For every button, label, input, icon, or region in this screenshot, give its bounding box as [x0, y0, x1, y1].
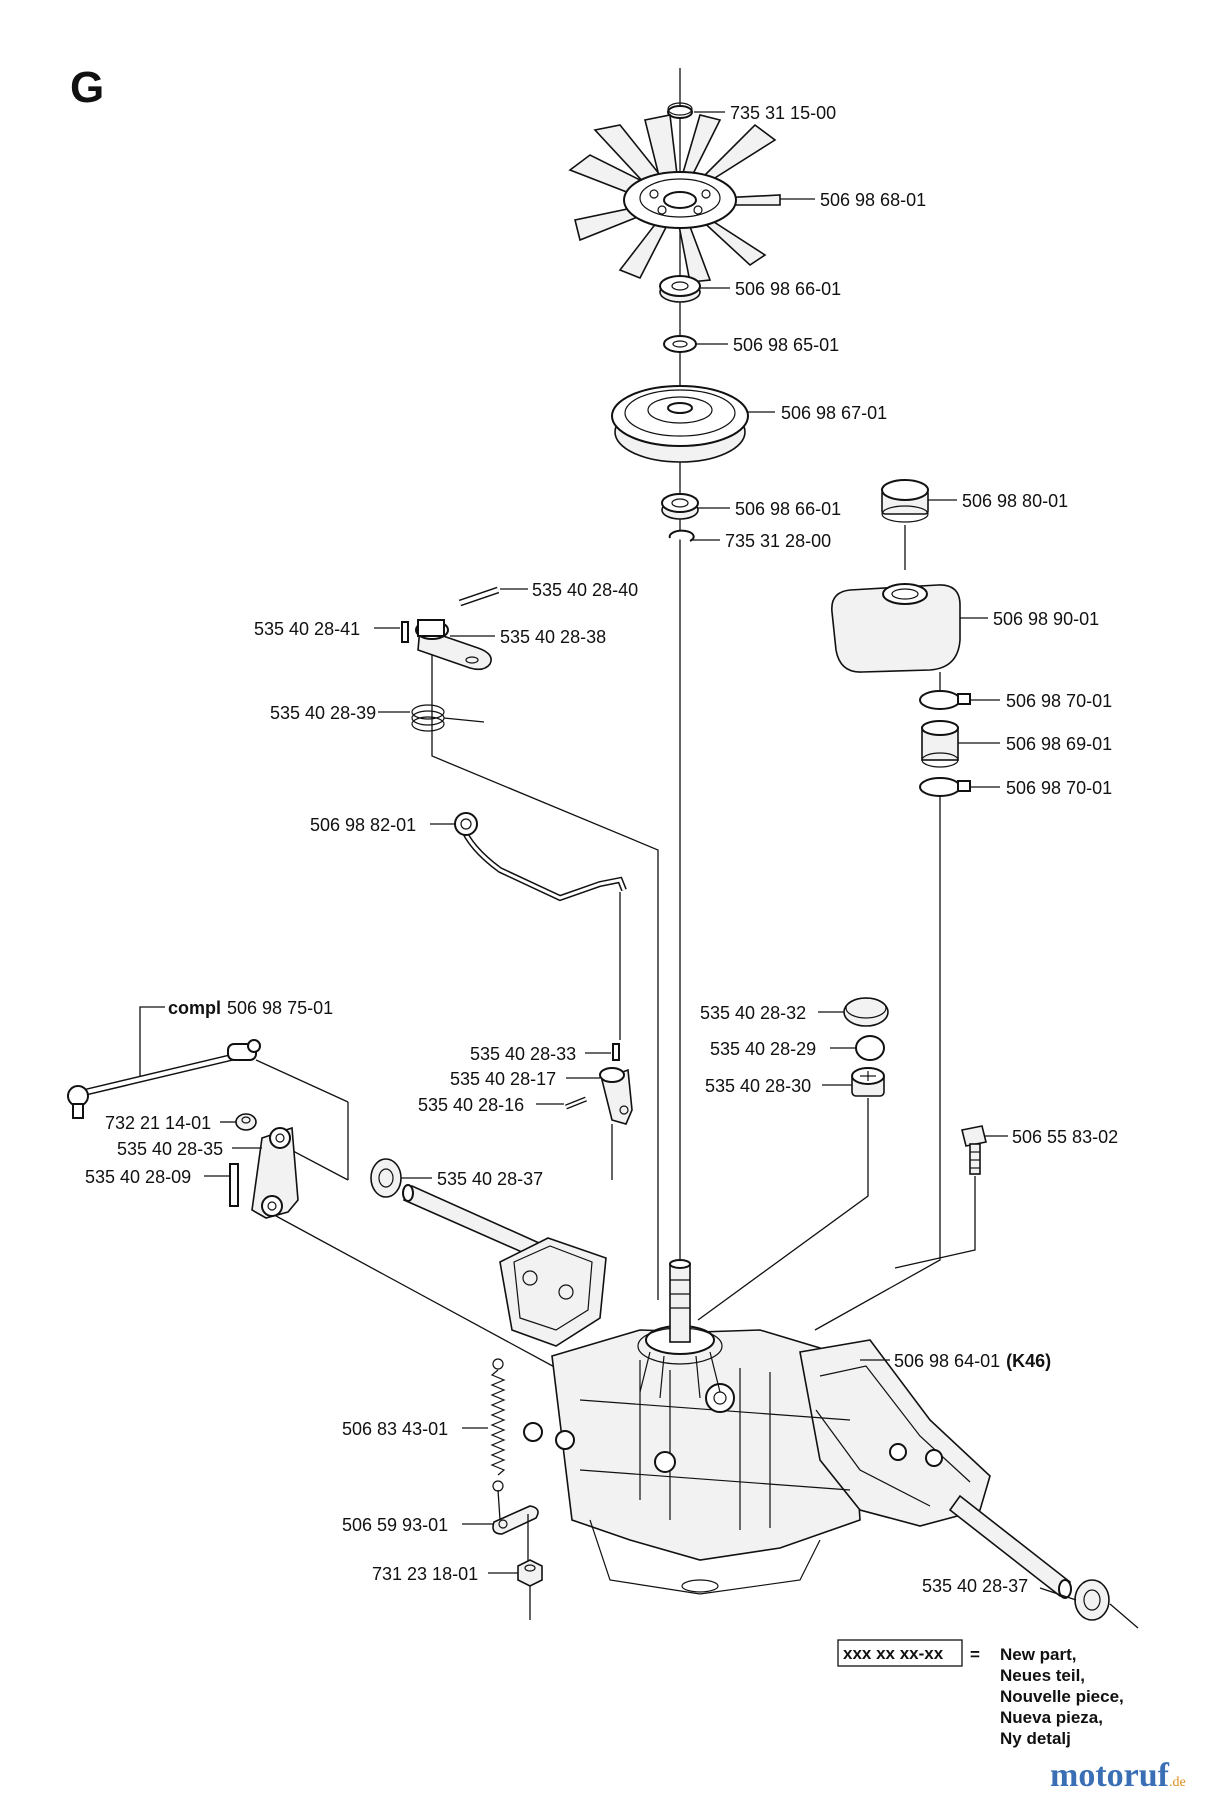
legend-line-4: Nueva pieza, [1000, 1708, 1103, 1727]
label-731231801: 731 23 18-01 [372, 1564, 478, 1584]
cooling-fan [568, 114, 781, 283]
label-506986601-top: 506 98 66-01 [735, 279, 841, 299]
label-535402837-b: 535 40 28-37 [922, 1576, 1028, 1596]
brand-logo: motoruf.de [1050, 1757, 1186, 1794]
label-535402816: 535 40 28-16 [418, 1095, 524, 1115]
label-compl: compl 506 98 75-01 [168, 998, 333, 1018]
hex-nut [517, 1559, 543, 1587]
right-axle [948, 1494, 1072, 1599]
label-506986901: 506 98 69-01 [1006, 734, 1112, 754]
plug-30 [851, 1067, 885, 1097]
label-506986701: 506 98 67-01 [781, 403, 887, 423]
pin-16 [565, 1096, 587, 1110]
transmission-housing [499, 1237, 991, 1595]
label-535402830: 535 40 28-30 [705, 1076, 811, 1096]
legend-equals: = [970, 1645, 980, 1664]
label-506987001-a: 506 98 70-01 [1006, 691, 1112, 711]
oil-reservoir [831, 583, 961, 673]
torsion-spring [411, 704, 485, 732]
label-535402809: 535 40 28-09 [85, 1167, 191, 1187]
legend-code: xxx xx xx-xx [843, 1644, 944, 1663]
e-clip [668, 529, 695, 542]
bypass-arm [415, 619, 492, 671]
label-535402839: 535 40 28-39 [270, 703, 376, 723]
label-506986501: 506 98 65-01 [733, 335, 839, 355]
legend-code-box [837, 1639, 963, 1667]
o-ring-29 [855, 1035, 885, 1061]
cap-32 [843, 997, 889, 1027]
label-506988201: 506 98 82-01 [310, 815, 416, 835]
label-535402841: 535 40 28-41 [254, 619, 360, 639]
label-535402833: 535 40 28-33 [470, 1044, 576, 1064]
return-spring [490, 1358, 506, 1492]
axle-seal-right [1074, 1579, 1110, 1621]
control-lever [251, 1126, 299, 1219]
legend-line-5: Ny detalj [1000, 1729, 1071, 1748]
mounting-bolt [961, 1125, 987, 1175]
part-number-506986401: 506 98 64-01 [894, 1351, 1000, 1371]
label-735311500: 735 31 15-00 [730, 103, 836, 123]
bypass-rod [454, 812, 627, 902]
legend-line-3: Nouvelle piece, [1000, 1687, 1124, 1706]
axle-seal-left [370, 1158, 402, 1198]
label-506988001: 506 98 80-01 [962, 491, 1068, 511]
label-535402837-a: 535 40 28-37 [437, 1169, 543, 1189]
washer [663, 335, 697, 353]
label-506987001-b: 506 98 70-01 [1006, 778, 1112, 798]
hose-clamp-lower [919, 777, 971, 797]
label-506986801: 506 98 68-01 [820, 190, 926, 210]
legend: xxx xx xx-xx = New part, Neues teil, Nou… [837, 1639, 1124, 1748]
label-506599301: 506 59 93-01 [342, 1515, 448, 1535]
compl-part-number: 506 98 75-01 [227, 998, 333, 1018]
reservoir-cap [881, 479, 929, 523]
label-506834301: 506 83 43-01 [342, 1419, 448, 1439]
bushing-top [659, 275, 701, 303]
legend-line-2: Neues teil, [1000, 1666, 1085, 1685]
section-letter: G [70, 63, 104, 112]
control-link [67, 1039, 261, 1119]
label-732211401: 732 21 14-01 [105, 1113, 211, 1133]
lock-nut-small [235, 1113, 257, 1131]
roll-pin [458, 586, 500, 607]
label-535402840: 535 40 28-40 [532, 580, 638, 600]
brand-tld: .de [1169, 1775, 1186, 1790]
hose-clamp-upper [919, 690, 971, 710]
drive-pulley [611, 385, 749, 463]
legend-line-1: New part, [1000, 1645, 1077, 1664]
label-735312800: 735 31 28-00 [725, 531, 831, 551]
small-pin [401, 621, 409, 643]
label-535402835: 535 40 28-35 [117, 1139, 223, 1159]
roll-pin-33 [612, 1043, 620, 1061]
hose [921, 720, 959, 768]
label-535402829: 535 40 28-29 [710, 1039, 816, 1059]
spring-bracket [492, 1505, 539, 1535]
bypass-lever-17 [599, 1067, 633, 1125]
k46-tag: (K46) [1006, 1351, 1051, 1371]
label-506986401: 506 98 64-01 (K46) [894, 1351, 1051, 1371]
pulley-nut [661, 493, 699, 520]
compl-prefix: compl [168, 998, 221, 1018]
label-506558302: 506 55 83-02 [1012, 1127, 1118, 1147]
label-506986601-bot: 506 98 66-01 [735, 499, 841, 519]
brand-name: motoruf [1050, 1757, 1170, 1794]
circlip-top [667, 102, 693, 119]
label-506989001: 506 98 90-01 [993, 609, 1099, 629]
label-535402832: 535 40 28-32 [700, 1003, 806, 1023]
lever-pin [229, 1163, 239, 1207]
label-535402838: 535 40 28-38 [500, 627, 606, 647]
label-535402817: 535 40 28-17 [450, 1069, 556, 1089]
